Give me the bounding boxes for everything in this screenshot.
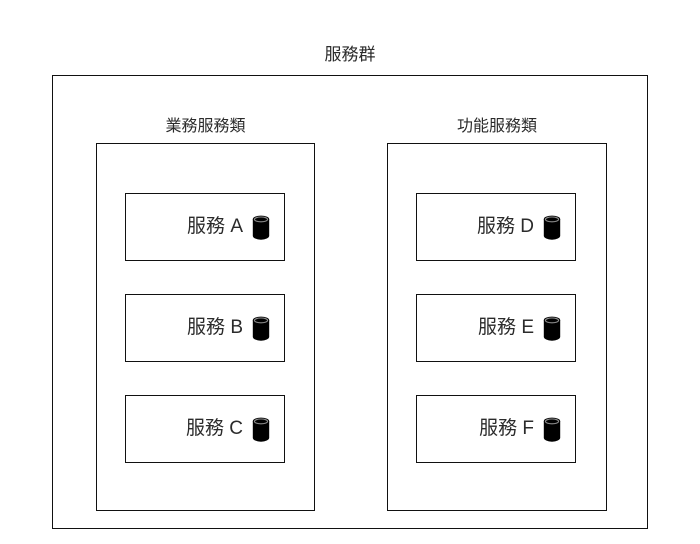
service-node[interactable]: 服務 B: [125, 294, 285, 362]
database-icon: [543, 215, 561, 240]
service-node[interactable]: 服務 C: [125, 395, 285, 463]
service-node[interactable]: 服務 A: [125, 193, 285, 261]
service-label: 服務 C: [185, 418, 243, 439]
database-icon: [543, 417, 561, 442]
page-title: 服務群: [324, 45, 376, 64]
service-label: 服務 B: [187, 317, 243, 338]
service-label: 服務 F: [479, 418, 534, 439]
service-node[interactable]: 服務 E: [416, 294, 576, 362]
service-node[interactable]: 服務 F: [416, 395, 576, 463]
service-label: 服務 E: [478, 317, 534, 338]
database-icon: [252, 316, 270, 341]
database-icon: [543, 316, 561, 341]
group-label-business: 業務服務類: [165, 118, 246, 135]
group-label-functional: 功能服務類: [456, 118, 537, 135]
service-label: 服務 A: [187, 216, 243, 237]
service-label: 服務 D: [476, 216, 534, 237]
service-node[interactable]: 服務 D: [416, 193, 576, 261]
database-icon: [252, 215, 270, 240]
database-icon: [252, 417, 270, 442]
